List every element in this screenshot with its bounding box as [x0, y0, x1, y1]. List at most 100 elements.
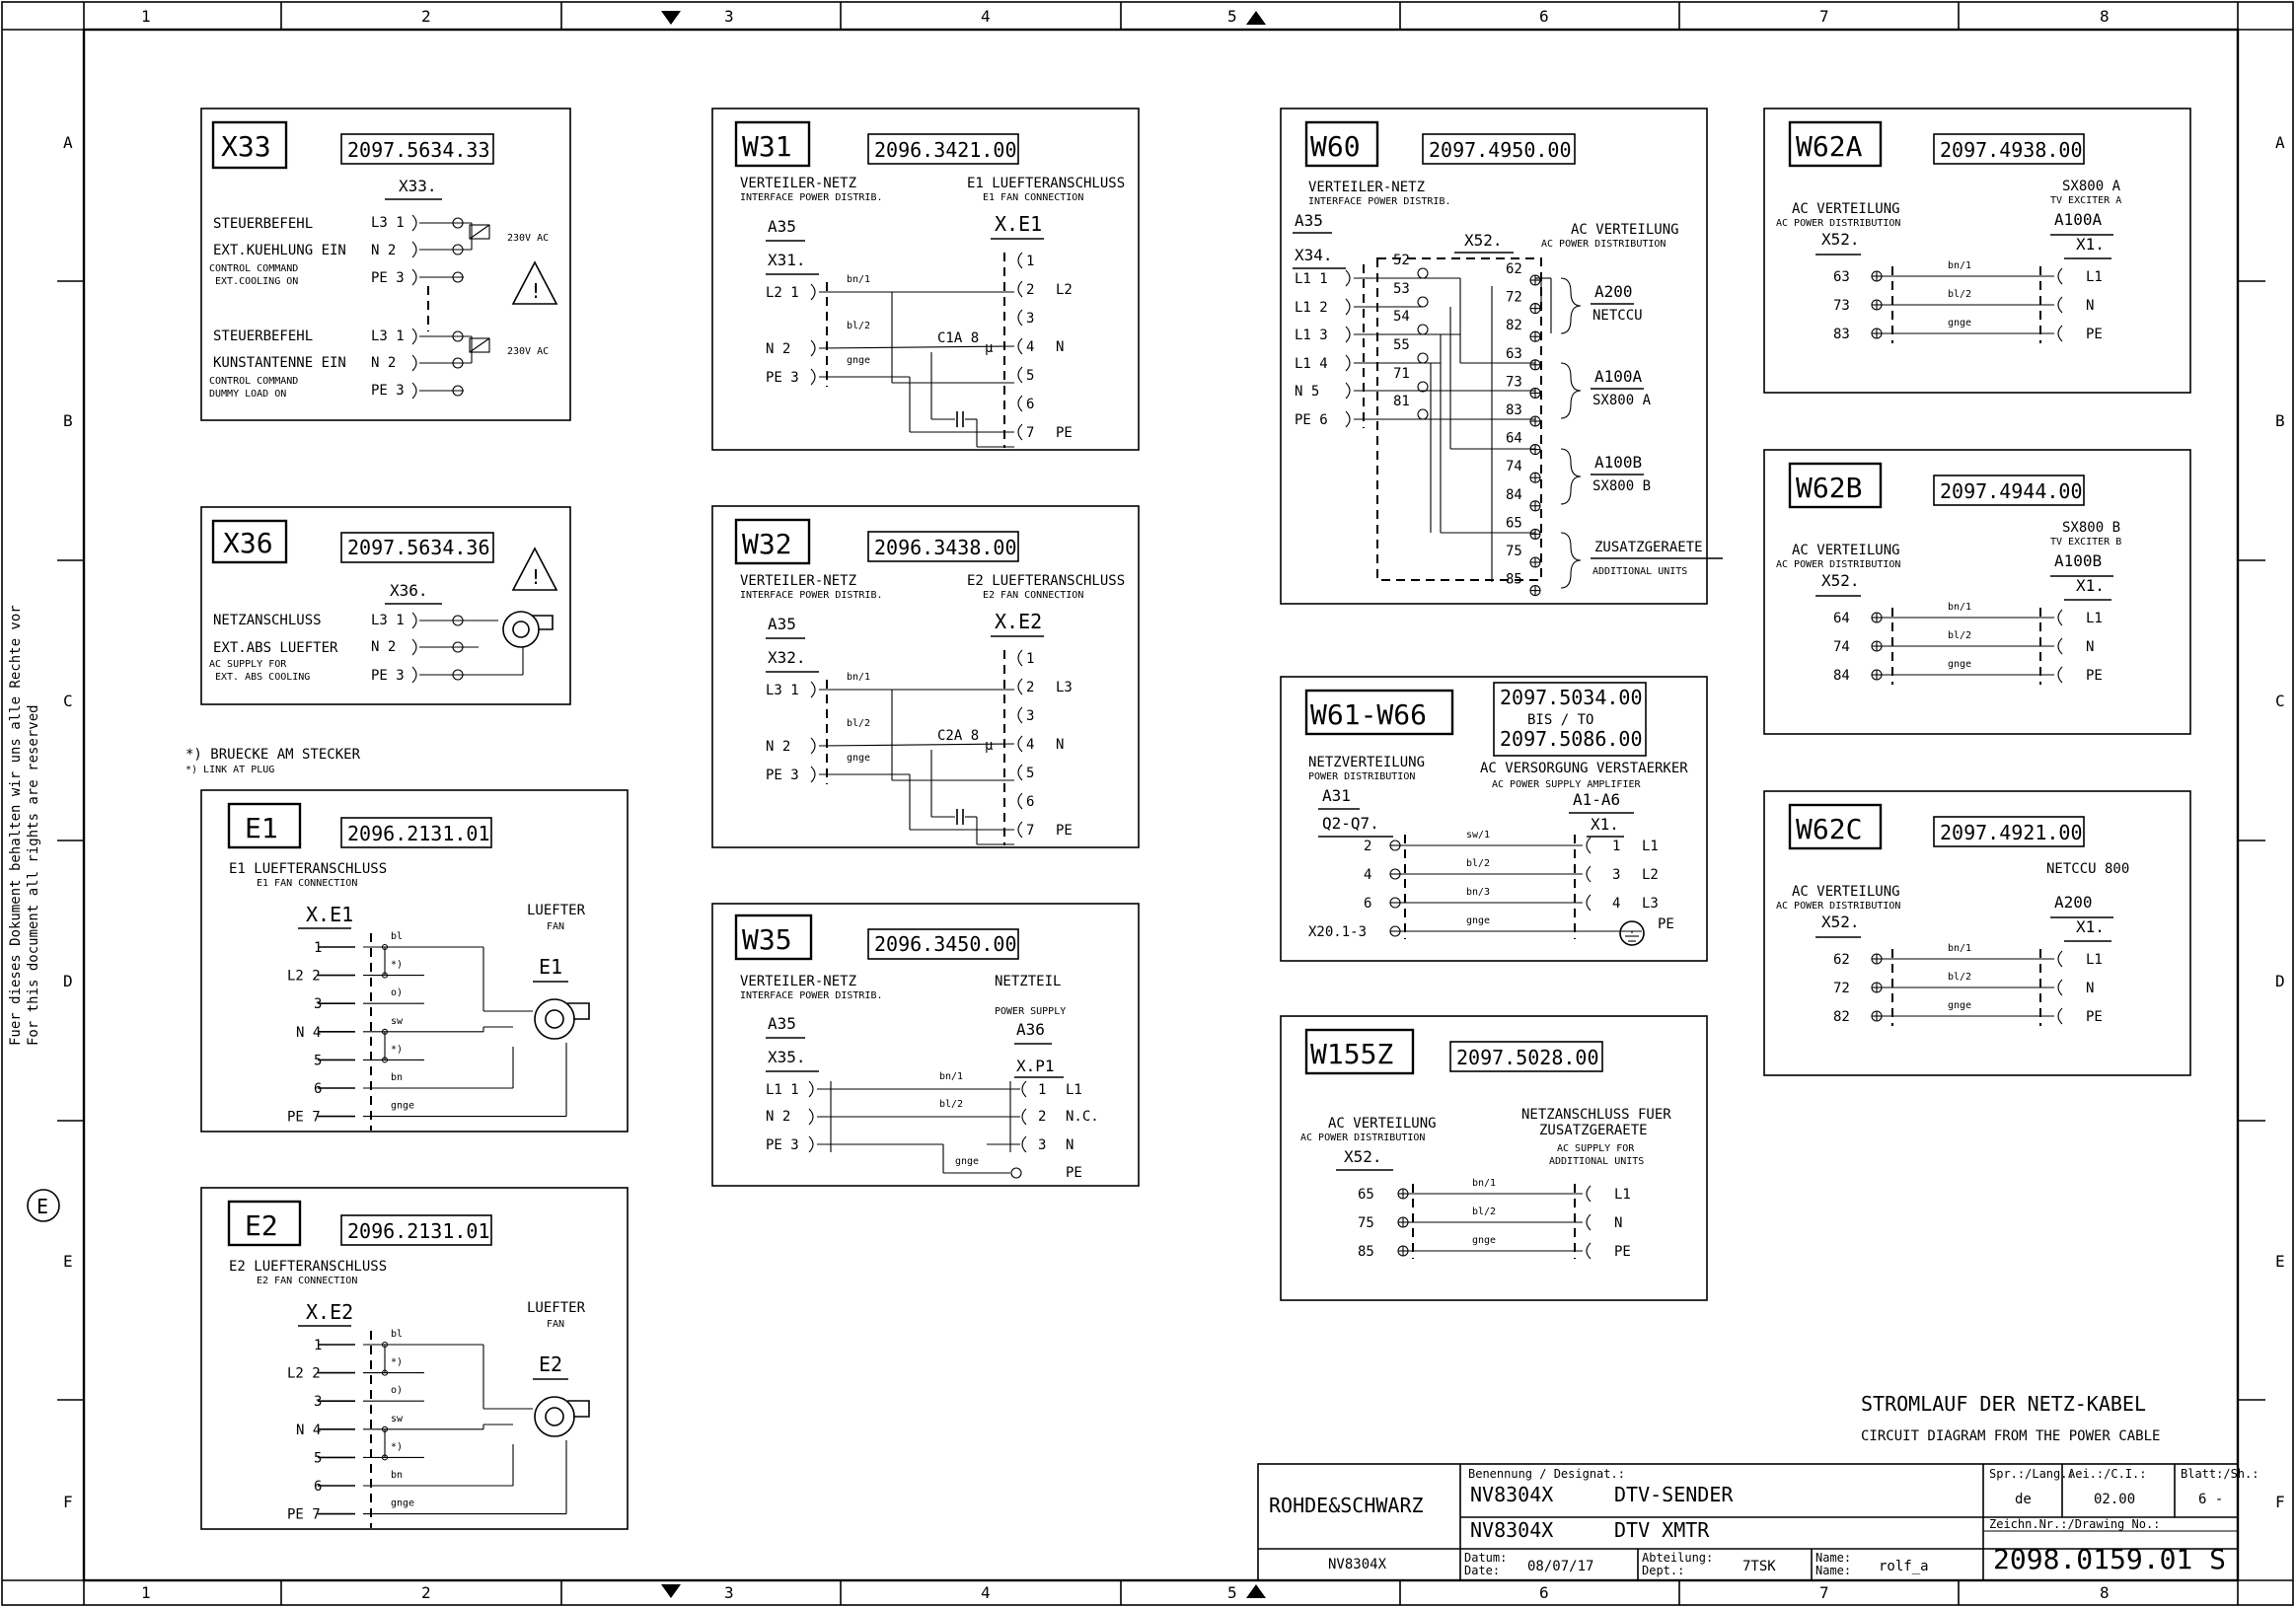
- w32-ref: A35: [768, 615, 796, 633]
- title-field-label: Blatt:/Sh.:: [2181, 1467, 2259, 1481]
- w62b-pin-label: L1: [2086, 611, 2103, 626]
- w60-group-tag: A200: [1594, 282, 1633, 301]
- w32-plug: X32.: [768, 648, 806, 667]
- w60-inner-pin: 54: [1393, 309, 1410, 325]
- e1-pin: 5: [314, 1053, 322, 1068]
- w155z-wire-label: bn/1: [1472, 1178, 1496, 1189]
- w155z-label: AC VERTEILUNG: [1328, 1116, 1437, 1132]
- w35-plug: X35.: [768, 1048, 806, 1066]
- w62c-label: AC VERTEILUNG: [1792, 884, 1900, 900]
- drawing-title-en: CIRCUIT DIAGRAM FROM THE POWER CABLE: [1861, 1428, 2160, 1444]
- w60-group-name: SX800 A: [1592, 393, 1652, 408]
- w32-pin: 5: [1026, 766, 1034, 781]
- w60-group-tag: ZUSATZGERAETE: [1594, 540, 1703, 555]
- e1-pin: 6: [314, 1081, 322, 1097]
- w60-pin: L1 4: [1295, 356, 1328, 372]
- x33-relay-label: 230V AC: [507, 233, 549, 244]
- footnote-en: *) LINK AT PLUG: [185, 765, 274, 775]
- w31-cap-label: C1A 8: [937, 330, 979, 346]
- w155z-pin: 85: [1358, 1244, 1374, 1260]
- w62b-pin: 74: [1833, 639, 1850, 655]
- w35-pin-label: N: [1066, 1137, 1074, 1153]
- revision-mark: E: [37, 1195, 48, 1218]
- w32-pin: 1: [1026, 651, 1034, 667]
- grid-row-label: A: [2275, 133, 2285, 152]
- w155z-pin-label: L1: [1614, 1187, 1631, 1203]
- w31-tag: W31: [742, 130, 792, 163]
- w62a-label: AC POWER DISTRIBUTION: [1776, 218, 1900, 229]
- x33-label: EXT.KUEHLUNG EIN: [213, 243, 346, 258]
- title-field-label: Benennung / Designat.:: [1468, 1467, 1625, 1481]
- w62a-pin-label: PE: [2086, 327, 2103, 342]
- w62b-wire-label: gnge: [1948, 659, 1971, 670]
- w155z-pin: 75: [1358, 1215, 1374, 1231]
- w60-inner-pin: 74: [1506, 459, 1522, 475]
- w35-pin: L1 1: [766, 1082, 799, 1098]
- e1-wire-label: bl: [391, 931, 403, 942]
- w35-pin: 3: [1038, 1137, 1046, 1153]
- title-block: ROHDE&SCHWARZ NV8304X Benennung / Design…: [1257, 1463, 2259, 1581]
- centering-arrow-bottom: [1246, 1584, 1266, 1598]
- w35-pin: 2: [1038, 1109, 1046, 1125]
- w60-label: AC POWER DISTRIBUTION: [1541, 239, 1666, 250]
- fan-icon: [534, 998, 575, 1040]
- e1-pin: 1: [314, 940, 322, 956]
- w32-label: E2 LUEFTERANSCHLUSS: [967, 573, 1125, 589]
- w32-pin: 2: [1026, 680, 1034, 695]
- w155z-part-number: 2097.5028.00: [1456, 1046, 1599, 1069]
- w60-pin: PE 6: [1295, 412, 1328, 428]
- w62c-wire-label: bn/1: [1948, 943, 1971, 954]
- w35-label: POWER SUPPLY: [995, 1006, 1066, 1017]
- grid-row-label: E: [63, 1252, 73, 1271]
- w31-pin: N 2: [766, 341, 790, 357]
- title-date: 08/07/17: [1527, 1559, 1593, 1574]
- w60-inner-pin: 63: [1506, 346, 1522, 362]
- title-lang: de: [2015, 1492, 2032, 1507]
- w32-pin-label: N: [1056, 737, 1064, 753]
- title-field-label: Date:: [1464, 1564, 1500, 1577]
- grid-row-label: C: [63, 692, 73, 710]
- w60-pin: L1 3: [1295, 328, 1328, 343]
- w60-inner-pin: 73: [1506, 374, 1522, 390]
- x36-part-number: 2097.5634.36: [347, 536, 490, 559]
- w61-part-number-2: 2097.5086.00: [1500, 727, 1643, 751]
- w60-ref: A35: [1295, 211, 1323, 230]
- w31-wire-label: bn/1: [847, 274, 870, 285]
- w60-part-number: 2097.4950.00: [1429, 138, 1572, 162]
- grid-column-label: 1: [141, 7, 151, 26]
- title-field-label: Dept.:: [1642, 1564, 1684, 1577]
- x33-label: STEUERBEFEHL: [213, 216, 313, 232]
- w62b-pin: 84: [1833, 668, 1850, 684]
- e1-fan-label: LUEFTER: [527, 903, 586, 918]
- w61-ref: A1-A6: [1573, 790, 1620, 809]
- x33-label: EXT.COOLING ON: [215, 276, 298, 287]
- x36-label: EXT. ABS COOLING: [215, 672, 310, 683]
- w35-plug: X.P1: [1016, 1057, 1055, 1075]
- w62c-pin: 82: [1833, 1009, 1850, 1025]
- w62c-pin: 72: [1833, 981, 1850, 996]
- w61-label: AC POWER SUPPLY AMPLIFIER: [1492, 779, 1641, 790]
- w35-pin: PE 3: [766, 1137, 799, 1153]
- w60-inner-pin: 71: [1393, 366, 1410, 382]
- w32-pin: 3: [1026, 708, 1034, 724]
- w35-pin: N 2: [766, 1109, 790, 1125]
- w60-plug: X34.: [1295, 246, 1333, 264]
- w32-label: VERTEILER-NETZ: [740, 573, 856, 589]
- w32-pin: 6: [1026, 794, 1034, 810]
- x36-label: NETZANSCHLUSS: [213, 613, 322, 628]
- w35-wire-label: bl/2: [939, 1099, 963, 1110]
- w60-group-name: ADDITIONAL UNITS: [1592, 566, 1687, 577]
- w35-pin-label: PE: [1066, 1165, 1082, 1181]
- w155z-label: AC POWER DISTRIBUTION: [1300, 1133, 1425, 1143]
- grid-row-label: B: [63, 411, 73, 430]
- centering-arrow-top: [661, 11, 681, 25]
- x33-label: CONTROL COMMAND: [209, 263, 298, 274]
- drawing-number: 2098.0159.01 S: [1993, 1543, 2226, 1575]
- w62b-tag: W62B: [1796, 472, 1862, 504]
- footnote-de: *) BRUECKE AM STECKER: [185, 747, 361, 763]
- title-field-label: Aei.:/C.I.:: [2068, 1467, 2146, 1481]
- title-field-label: Name:: [1815, 1551, 1851, 1565]
- x33-plug: X33.: [399, 177, 437, 195]
- title-aei: 02.00: [2094, 1492, 2135, 1507]
